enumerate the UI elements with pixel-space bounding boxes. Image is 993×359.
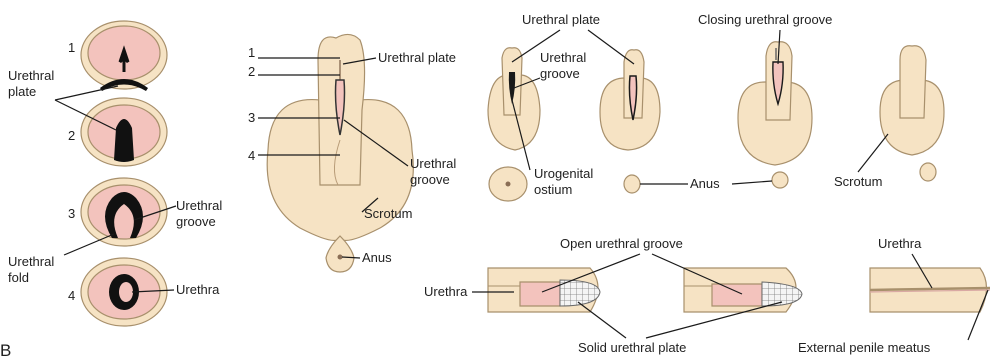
level-number-3: 3 [248,110,255,125]
series-stage-4 [880,46,944,181]
stage-number-1: 1 [68,40,75,55]
label-open-urethral-groove: Open urethral groove [560,236,683,251]
cross-section-3 [81,178,167,246]
label-scrotum-embryo: Scrotum [364,206,412,221]
label-closing-urethral-groove: Closing urethral groove [698,12,832,27]
label-urethral-plate-left-text-line2: plate [8,84,36,99]
cross-section-1 [81,21,167,91]
leader-anus-series-2 [732,181,772,184]
label-urethral-plate-series: Urethral plate [522,12,600,27]
label-urethral-groove-embryo-text-line2: groove [410,172,450,187]
sagittal-section-2 [684,268,802,312]
label-urethral-groove-embryo: Urethral groove [410,156,460,187]
leader-solid-plate-1 [578,302,626,338]
label-urethra-cross: Urethra [176,282,220,297]
stage-number-3: 3 [68,206,75,221]
label-anus-embryo: Anus [362,250,392,265]
panel-letter: B [0,341,11,359]
level-number-2: 2 [248,64,255,79]
anus-mound [326,236,354,272]
label-anus-series: Anus [690,176,720,191]
sagittal-section-3 [870,268,990,312]
cross-section-4 [81,258,167,326]
label-scrotum-series: Scrotum [834,174,882,189]
leader-urethral-plate-series-2 [588,30,634,64]
leader-urethral-plate-1 [55,86,118,100]
leader-urethral-fold [64,234,114,255]
label-urethra-sagittal-left: Urethra [424,284,468,299]
label-solid-urethral-plate: Solid urethral plate [578,340,686,355]
label-urethral-plate-left: Urethral plate [8,68,58,99]
level-number-4: 4 [248,148,255,163]
label-urethra-sagittal-right: Urethra [878,236,922,251]
sagittal-sections: Open urethral groove Urethra Solid ureth… [424,236,990,355]
large-embryo: 1 2 3 4 Urethral plate Urethral groove S… [248,34,460,272]
leader-scrotum-series [858,134,888,172]
series-stage-2 [600,50,660,193]
label-urethral-plate-embryo: Urethral plate [378,50,456,65]
cross-section-2 [81,98,167,166]
stage-number-2: 2 [68,128,75,143]
label-urethral-groove-embryo-text: Urethral [410,156,456,171]
label-external-penile-meatus: External penile meatus [798,340,931,355]
series-stage-1 [488,48,540,201]
series-stage-3 [738,42,812,188]
level-number-1: 1 [248,45,255,60]
label-urethral-plate-left-text: Urethral [8,68,54,83]
stage-number-4: 4 [68,288,75,303]
